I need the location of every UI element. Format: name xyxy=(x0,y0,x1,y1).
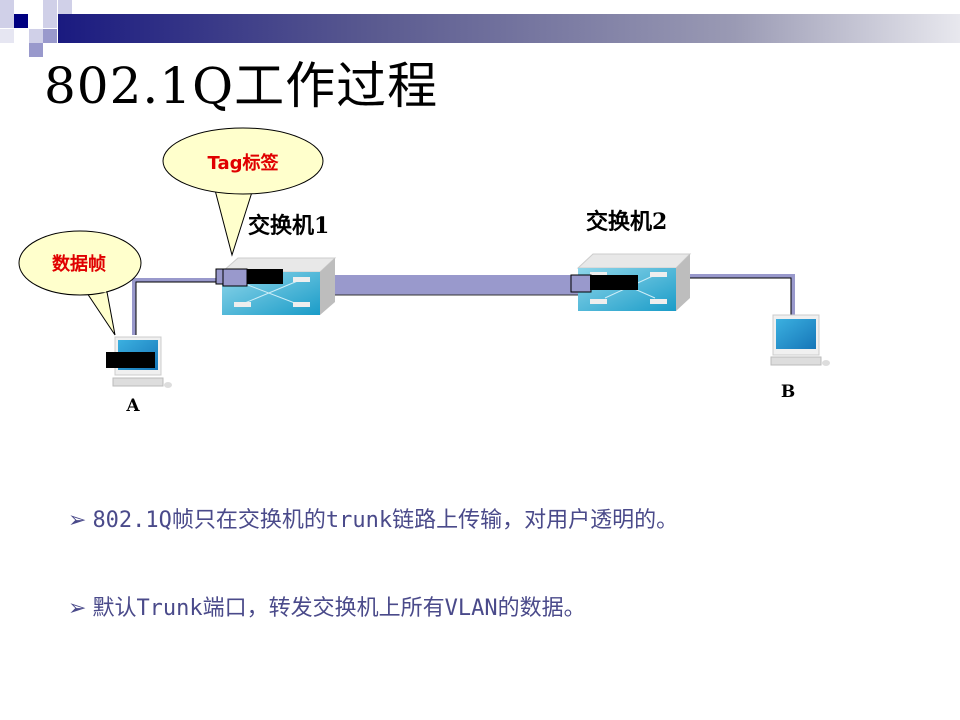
host-a-computer-icon xyxy=(106,336,172,388)
deco-square xyxy=(29,29,43,43)
slide-title: 802.1Q工作过程 xyxy=(44,57,439,115)
callout-tag-text: Tag标签 xyxy=(208,152,280,174)
deco-square xyxy=(0,0,14,14)
tag-port-switch-1 xyxy=(215,268,283,287)
switch-2-label: 交换机2 xyxy=(586,209,667,235)
redacted-box xyxy=(106,352,155,368)
bullet-item: ➢默认Trunk端口，转发交换机上所有VLAN的数据。 xyxy=(68,590,586,622)
callout-data-frame: 数据帧 xyxy=(18,230,142,336)
network-diagram: Tag标签 数据帧 交换机1 交换机2 A B xyxy=(18,127,830,416)
callout-data-frame-text: 数据帧 xyxy=(52,253,106,275)
arrow-bullet-icon: ➢ xyxy=(68,596,87,621)
deco-square xyxy=(0,29,14,43)
arrow-bullet-icon: ➢ xyxy=(68,508,87,533)
switch-1-label: 交换机1 xyxy=(248,213,329,239)
link-switch2-b xyxy=(690,274,795,316)
trunk-link xyxy=(334,275,579,295)
deco-square xyxy=(14,14,28,28)
redacted-box xyxy=(247,269,283,284)
bullet-text: 默认Trunk端口，转发交换机上所有VLAN的数据。 xyxy=(92,596,586,621)
redacted-box xyxy=(590,275,638,290)
deco-square xyxy=(43,14,57,28)
link-a-switch1 xyxy=(132,278,218,335)
switch-1-icon xyxy=(220,257,337,315)
header-bar xyxy=(58,14,960,43)
bullet-item: ➢802.1Q帧只在交换机的trunk链路上传输，对用户透明的。 xyxy=(68,502,678,534)
deco-square xyxy=(58,0,72,14)
host-b-computer-icon xyxy=(770,314,830,366)
deco-square xyxy=(43,29,57,43)
deco-square xyxy=(29,43,43,57)
deco-square xyxy=(0,14,14,28)
callout-tag: Tag标签 xyxy=(162,127,324,257)
host-b-label: B xyxy=(781,382,795,402)
bullet-text: 802.1Q帧只在交换机的trunk链路上传输，对用户透明的。 xyxy=(92,508,679,533)
deco-square xyxy=(43,0,57,14)
host-a-label: A xyxy=(125,396,140,416)
tag-port-switch-2 xyxy=(570,274,638,293)
